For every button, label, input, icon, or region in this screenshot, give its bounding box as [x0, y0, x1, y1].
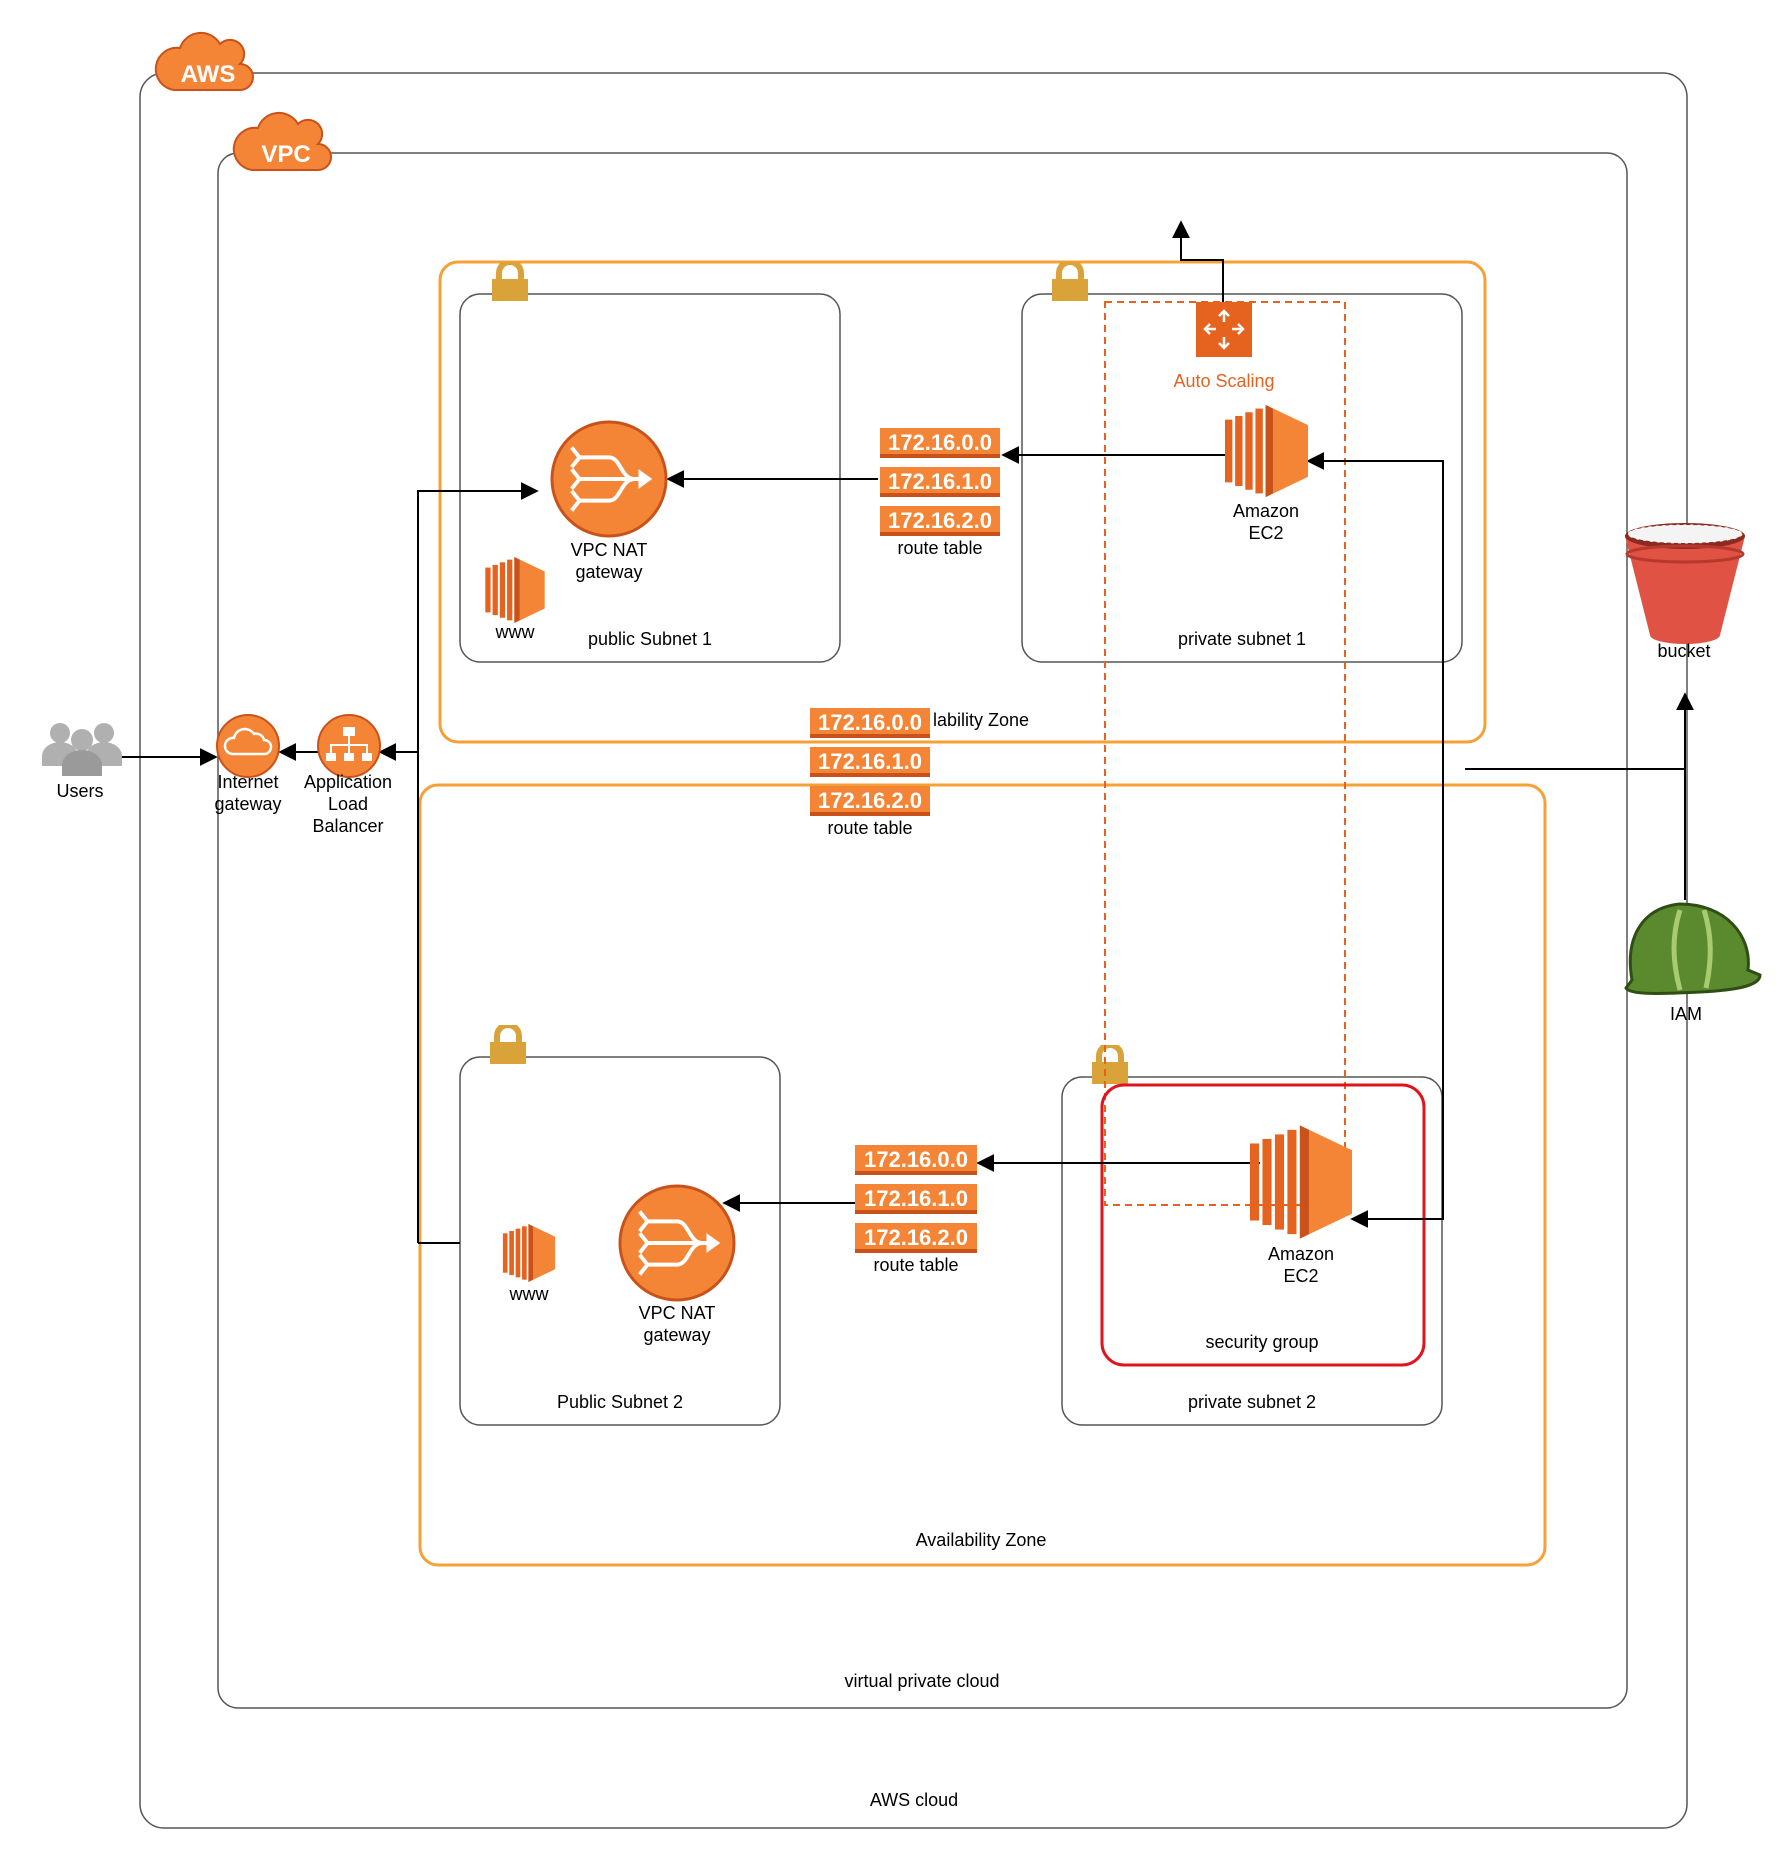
- vpc-to-bucket-line: [1465, 692, 1694, 770]
- public-subnet-2-label: Public Subnet 2: [557, 1392, 683, 1412]
- route-table-row: [810, 708, 930, 738]
- alb-label-line-3: Balancer: [312, 816, 383, 836]
- www-server-icon: [502, 1224, 556, 1282]
- nat-gateway-icon: [618, 1184, 736, 1302]
- nat-2-label-line-2: gateway: [643, 1325, 710, 1345]
- vpc-to-alb-line: [378, 743, 419, 1243]
- route-table-row-shade: [810, 734, 930, 738]
- nat-1-label-line-1: VPC NAT: [571, 540, 648, 560]
- auto-scaling-label: Auto Scaling: [1173, 371, 1274, 391]
- nat-2-label-line-1: VPC NAT: [639, 1303, 716, 1323]
- bucket-label: bucket: [1657, 641, 1710, 661]
- route-table-cidr: 172.16.0.0: [818, 710, 922, 735]
- line-to-nat-1: [417, 482, 539, 752]
- route-table-cidr: 172.16.0.0: [864, 1147, 968, 1172]
- route-table-2: 172.16.0.0 172.16.1.0 172.16.2.0 route tabl…: [810, 708, 930, 838]
- lock-icon: [1052, 262, 1088, 301]
- route-table-caption: route table: [897, 538, 982, 558]
- route-table-row-shade: [880, 454, 1000, 458]
- route-table-row: [880, 428, 1000, 458]
- auto-scaling-up-line: [1172, 220, 1224, 302]
- vpc-boundary: [217, 152, 1628, 1709]
- availability-zone-2: [418, 783, 1547, 1567]
- aws-cloud-label: AWS cloud: [870, 1790, 958, 1810]
- route-table-row: [880, 506, 1000, 536]
- s3-bucket-icon: [1625, 523, 1745, 644]
- lock-icon: [492, 262, 528, 301]
- route-table-row-shade: [855, 1249, 977, 1253]
- alb-label-line-1: Application: [304, 772, 392, 792]
- route-table-row: [855, 1145, 977, 1175]
- route-table-row: [855, 1184, 977, 1214]
- ec2-icon: [1225, 404, 1308, 498]
- route-table-row: [855, 1223, 977, 1253]
- route-table-row: [880, 467, 1000, 497]
- route-table-row-shade: [855, 1171, 977, 1175]
- igw-label-line-2: gateway: [214, 794, 281, 814]
- route-table-row-shade: [810, 773, 930, 777]
- nat-gateway-icon: [550, 420, 668, 538]
- availability-zone-2-label: Availability Zone: [916, 1530, 1047, 1550]
- private-subnet-2: [1061, 1076, 1443, 1426]
- route-table-row: [810, 786, 930, 816]
- igw-label-line-1: Internet: [217, 772, 278, 792]
- users-label: Users: [56, 781, 103, 801]
- ec2-icon: [1250, 1125, 1352, 1239]
- route-table-cidr: 172.16.1.0: [818, 749, 922, 774]
- lock-icon: [1092, 1045, 1128, 1084]
- private-subnet-1-label: private subnet 1: [1178, 629, 1306, 649]
- public-subnet-1-label: public Subnet 1: [588, 629, 712, 649]
- vpc-label: virtual private cloud: [844, 1671, 999, 1691]
- iam-label: IAM: [1670, 1004, 1702, 1024]
- www-server-icon: [485, 557, 545, 623]
- private-subnet-2-label: private subnet 2: [1188, 1392, 1316, 1412]
- route-table-1: 172.16.0.0 172.16.1.0 172.16.2.0 route tabl…: [880, 428, 1000, 558]
- availability-zone-1-label: lability Zone: [933, 710, 1029, 730]
- security-group-label: security group: [1205, 1332, 1318, 1352]
- alb-label-line-2: Load: [328, 794, 368, 814]
- route-table-caption: route table: [827, 818, 912, 838]
- route-table-row-shade: [810, 812, 930, 816]
- nat-1-label-line-2: gateway: [575, 562, 642, 582]
- internet-gateway-icon: [216, 714, 280, 778]
- route-table-cidr: 172.16.0.0: [888, 430, 992, 455]
- ec2-2-label-line-1: Amazon: [1268, 1244, 1334, 1264]
- private-subnet-1: [1021, 293, 1463, 663]
- aws-cloud-icon: AWS: [154, 31, 254, 91]
- route-table-row: [810, 747, 930, 777]
- ec2-1-label-line-1: Amazon: [1233, 501, 1299, 521]
- load-balancer-icon: [317, 714, 381, 778]
- availability-zone-1: [438, 260, 1487, 744]
- route-table-row-shade: [880, 493, 1000, 497]
- route-table-caption: route table: [873, 1255, 958, 1275]
- route-table-row-shade: [855, 1210, 977, 1214]
- iam-helmet-icon: [1624, 902, 1762, 995]
- vpc-cloud-icon: VPC: [232, 111, 332, 171]
- route-table-cidr: 172.16.1.0: [864, 1186, 968, 1211]
- route-table-row-shade: [880, 532, 1000, 536]
- aws-badge-label: AWS: [181, 61, 236, 88]
- vpc-badge-label: VPC: [261, 141, 310, 168]
- www-2-label: www: [509, 1284, 550, 1304]
- route-table-cidr: 172.16.2.0: [864, 1225, 968, 1250]
- route-table-cidr: 172.16.1.0: [888, 469, 992, 494]
- route-table-3: 172.16.0.0 172.16.1.0 172.16.2.0 route tabl…: [855, 1145, 977, 1275]
- lock-icon: [490, 1025, 526, 1064]
- security-group: [1100, 1083, 1426, 1367]
- auto-scaling-icon: [1196, 302, 1252, 357]
- route-table-cidr: 172.16.2.0: [888, 508, 992, 533]
- public-subnet-2: [459, 1056, 781, 1426]
- www-1-label: www: [495, 622, 536, 642]
- ec2-1-label-line-2: EC2: [1248, 523, 1283, 543]
- users-icon: [42, 723, 122, 776]
- ec2-2-label-line-2: EC2: [1283, 1266, 1318, 1286]
- route-table-cidr: 172.16.2.0: [818, 788, 922, 813]
